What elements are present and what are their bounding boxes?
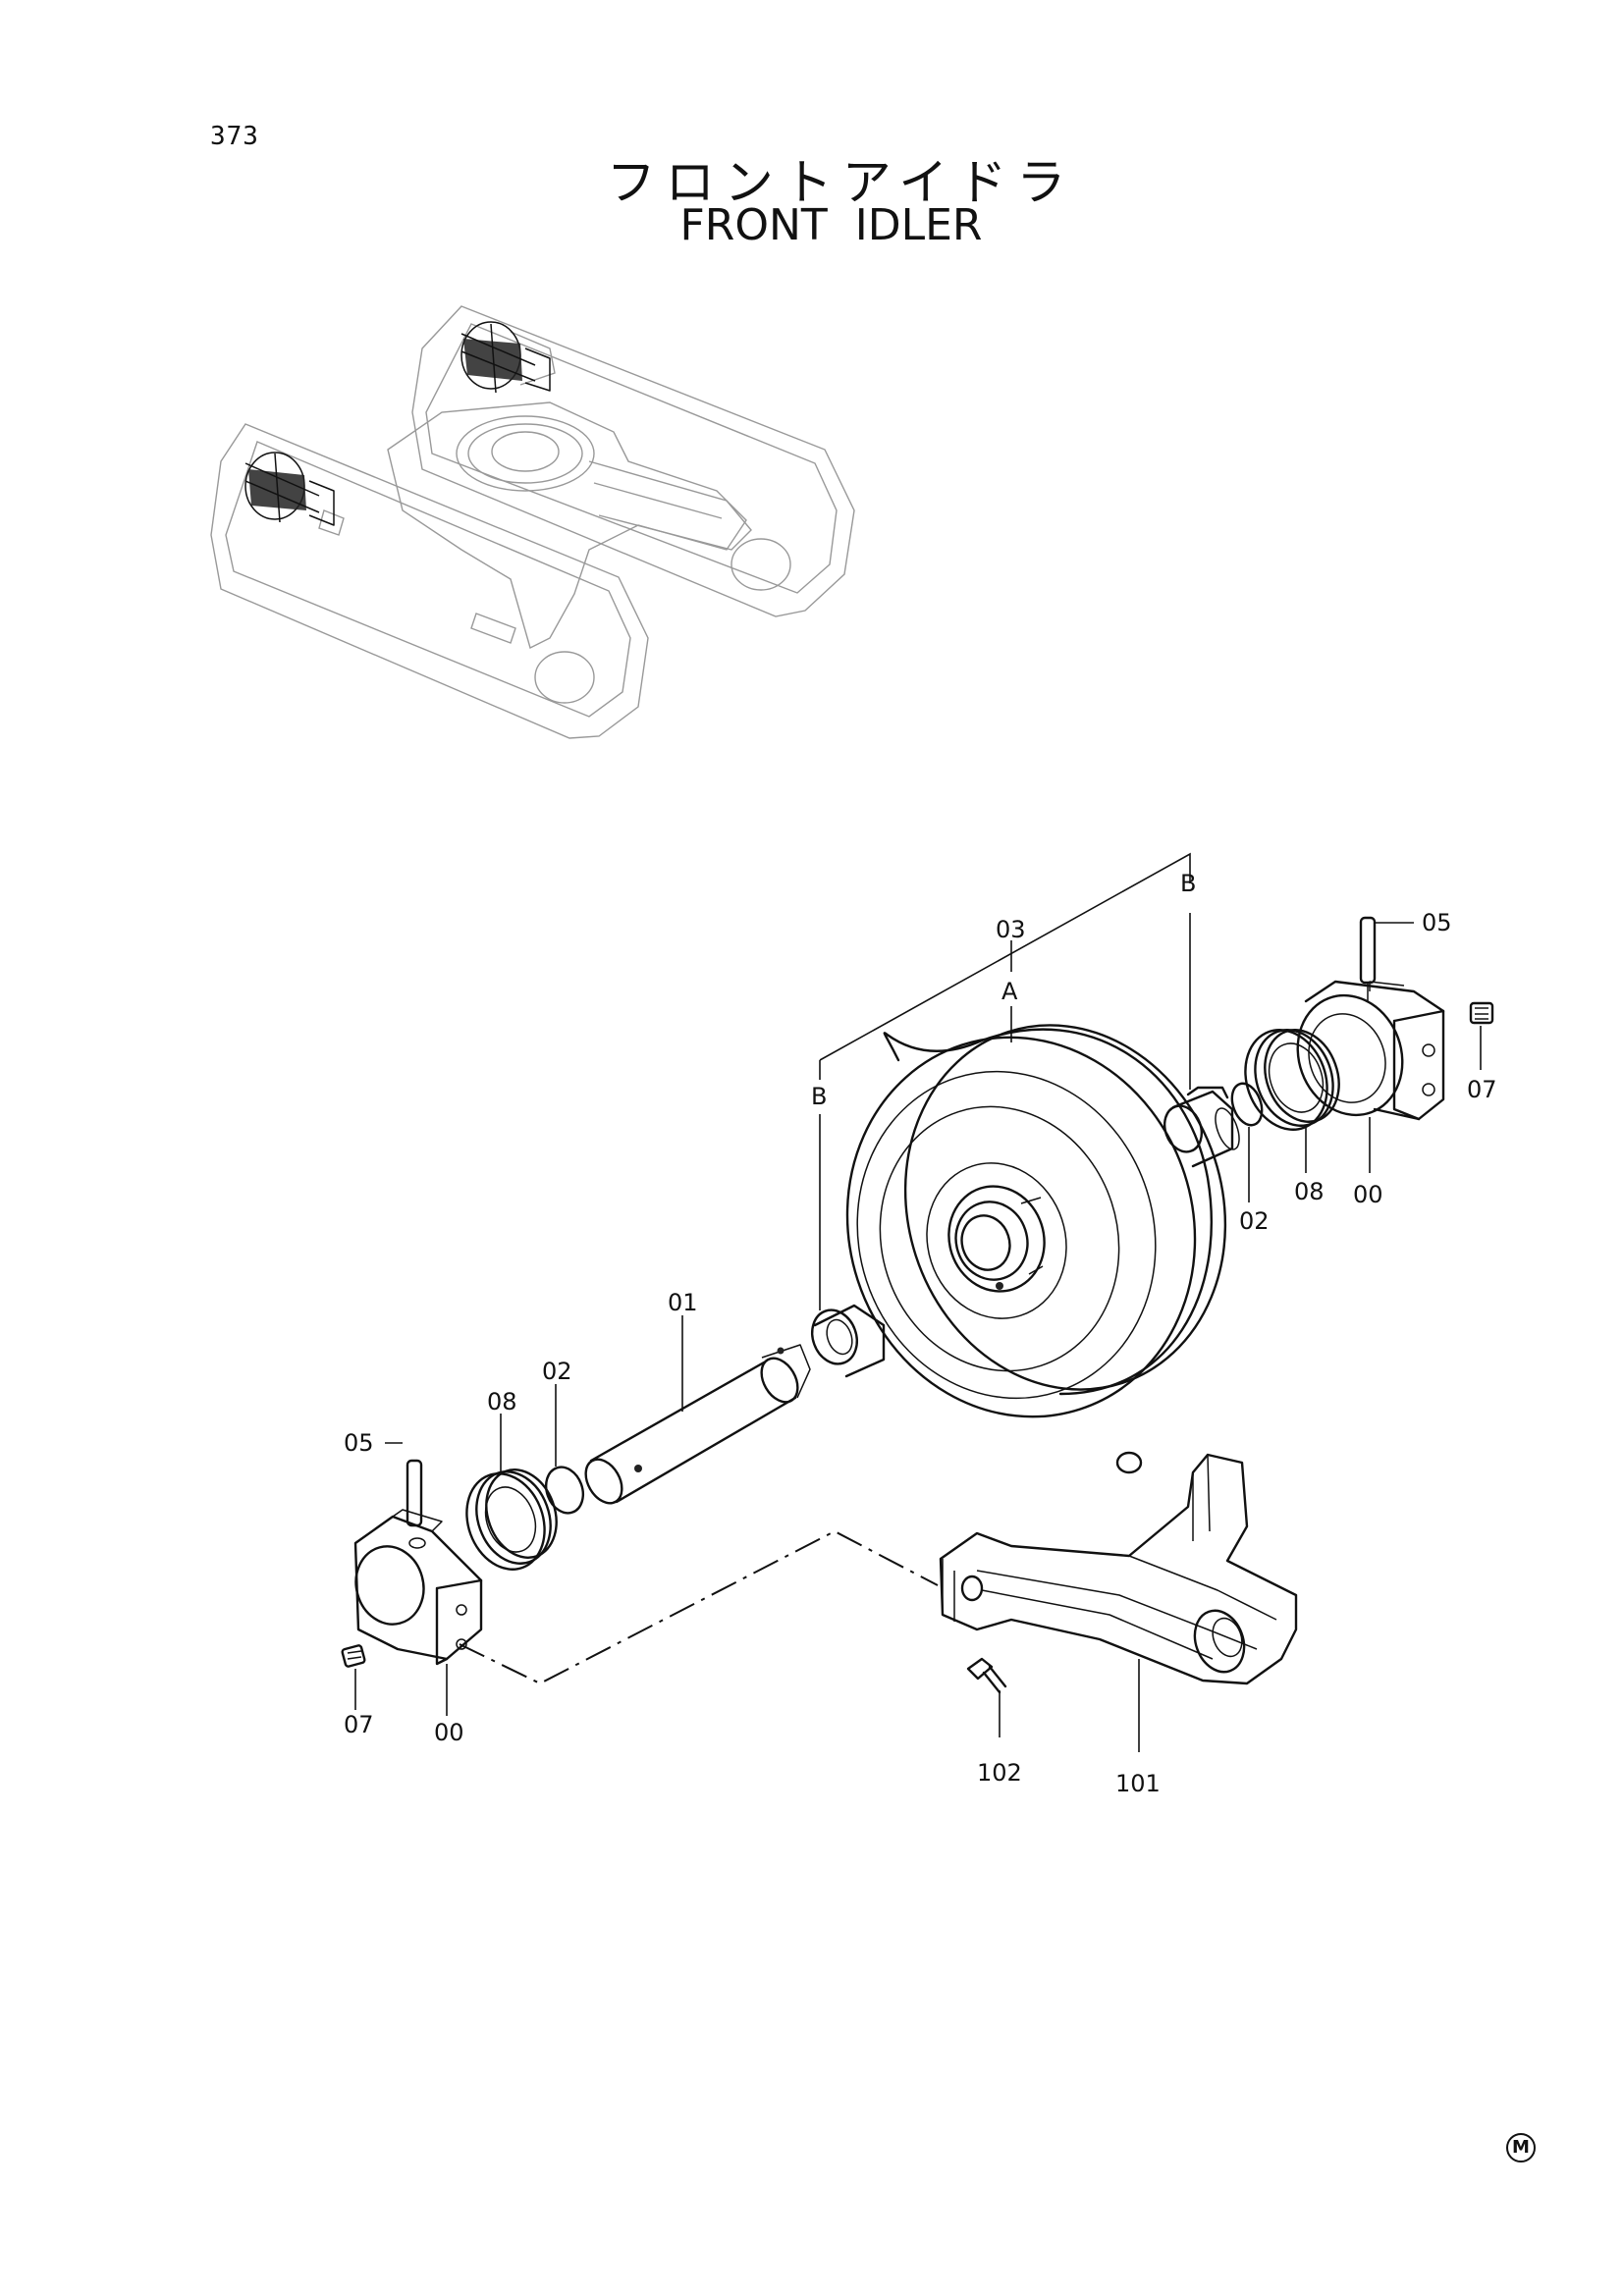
callout-102: 102 xyxy=(977,1759,1022,1787)
bushing-right xyxy=(1163,1086,1240,1168)
floating-seal-right xyxy=(1244,1029,1340,1131)
leader-lines xyxy=(354,852,1482,1752)
o-ring-right xyxy=(1230,1082,1264,1127)
bushing-left xyxy=(811,1304,886,1378)
callout-02-left: 02 xyxy=(542,1358,572,1385)
title-english: FRONT IDLER xyxy=(679,200,983,250)
callout-08-left: 08 xyxy=(487,1388,517,1415)
bolt xyxy=(966,1657,1007,1694)
callouts: 03 A B B 05 07 02 08 00 01 02 08 05 07 0… xyxy=(344,870,1497,1797)
idler-highlight-rear xyxy=(460,321,551,394)
callout-00-left: 00 xyxy=(434,1719,464,1746)
idler-highlight-front xyxy=(244,452,335,526)
callout-101: 101 xyxy=(1115,1770,1161,1797)
callout-07-left: 07 xyxy=(344,1711,374,1738)
title-japanese: フロントアイドラ xyxy=(606,154,1076,211)
pin-right xyxy=(1359,916,1377,1001)
page-number: 373 xyxy=(210,122,259,151)
o-ring-left xyxy=(544,1466,585,1515)
callout-05-left: 05 xyxy=(344,1429,374,1457)
plug-left xyxy=(341,1644,366,1668)
callout-05-right: 05 xyxy=(1422,909,1452,936)
callout-07-right: 07 xyxy=(1467,1076,1497,1103)
floating-seal-left xyxy=(465,1468,558,1571)
support-left xyxy=(353,1509,483,1666)
circled-m-icon: M xyxy=(1506,2133,1536,2163)
callout-03: 03 xyxy=(996,916,1026,943)
callout-02-right: 02 xyxy=(1239,1207,1270,1235)
plug-right xyxy=(1469,1001,1494,1025)
shaft xyxy=(584,1344,811,1505)
callout-b-right: B xyxy=(1180,870,1196,897)
undercarriage-overview xyxy=(210,305,855,739)
callout-08-right: 08 xyxy=(1294,1178,1325,1205)
idler-wheel xyxy=(845,1024,1227,1418)
callout-b-left: B xyxy=(811,1083,827,1110)
support-right xyxy=(1296,980,1445,1121)
callout-00-right: 00 xyxy=(1353,1181,1383,1208)
yoke xyxy=(939,1451,1298,1685)
pin-left xyxy=(406,1459,423,1527)
callout-01: 01 xyxy=(668,1289,698,1316)
callout-a: A xyxy=(1001,978,1018,1005)
